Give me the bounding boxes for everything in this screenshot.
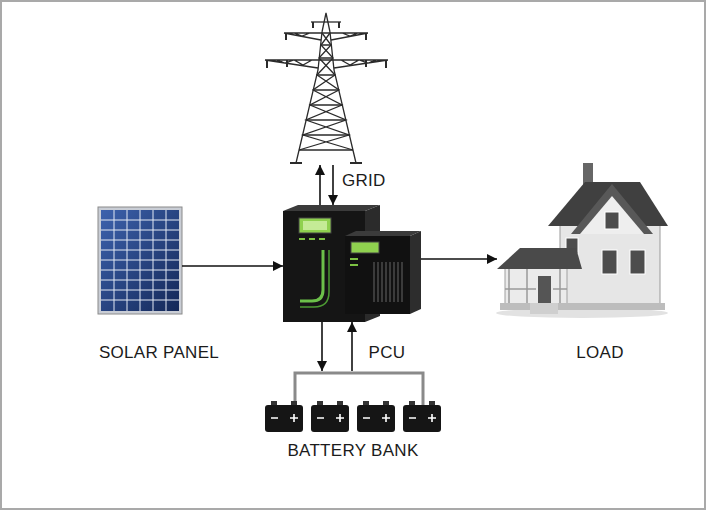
flow-arrow xyxy=(321,322,323,371)
battery-terminals xyxy=(271,401,435,405)
pcu-side xyxy=(410,231,421,314)
component-node: SOLAR PANEL xyxy=(98,207,182,314)
component-node: LOAD xyxy=(497,163,668,318)
component-node: PCU xyxy=(283,205,421,322)
tower-top-arm xyxy=(311,21,341,22)
house-door xyxy=(538,276,551,303)
component-node: BATTERY BANK xyxy=(265,371,445,433)
pcu-front xyxy=(345,236,410,314)
battery-wire xyxy=(295,373,423,405)
component-label: GRID xyxy=(342,172,386,191)
flow-arrow xyxy=(319,165,321,205)
pcu-stripe xyxy=(300,250,323,301)
pcu-display xyxy=(299,218,331,233)
flow-arrow xyxy=(421,258,497,260)
tower-feet xyxy=(290,162,362,164)
component-label: BATTERY BANK xyxy=(287,442,418,461)
battery-bank-symbol xyxy=(265,373,441,432)
tower-upper-arm xyxy=(284,33,368,40)
house-window xyxy=(602,250,617,274)
house-window xyxy=(630,250,645,274)
flow-arrow xyxy=(332,165,334,205)
panel-frame xyxy=(98,207,182,314)
panel-cells xyxy=(101,210,179,311)
house-foundation xyxy=(500,303,665,310)
pcu-buttons xyxy=(350,259,358,265)
tower-bracing xyxy=(299,33,353,150)
house-gable-wall xyxy=(580,196,644,234)
battery-polarity-symbols xyxy=(271,414,436,422)
panel-grid xyxy=(101,210,179,311)
porch-wall xyxy=(505,266,567,304)
pcu-screen xyxy=(303,221,327,230)
component-label: SOLAR PANEL xyxy=(99,344,219,363)
porch-roof xyxy=(497,248,582,269)
house-symbol xyxy=(496,163,668,318)
pcu-vents xyxy=(374,262,402,302)
pcu-top xyxy=(283,205,380,211)
tower-lower-arm xyxy=(265,60,388,68)
tower-insulators xyxy=(267,22,386,68)
component-node: GRID xyxy=(265,12,390,165)
flow-arrow xyxy=(351,322,353,371)
pcu-symbol xyxy=(283,205,421,322)
tower-symbol xyxy=(265,13,388,163)
pcu-stripe xyxy=(300,250,329,307)
house-gable-roof xyxy=(571,184,653,234)
house-steps xyxy=(530,303,558,314)
component-label: PCU xyxy=(369,344,406,363)
pcu-buttons xyxy=(299,238,325,240)
flow-arrow xyxy=(182,265,283,267)
porch-columns xyxy=(505,269,567,303)
pcu-display xyxy=(351,242,379,253)
component-label: LOAD xyxy=(576,344,624,363)
pcu-top xyxy=(345,231,421,236)
house-window xyxy=(605,212,619,229)
solar-panel-symbol xyxy=(98,207,182,314)
